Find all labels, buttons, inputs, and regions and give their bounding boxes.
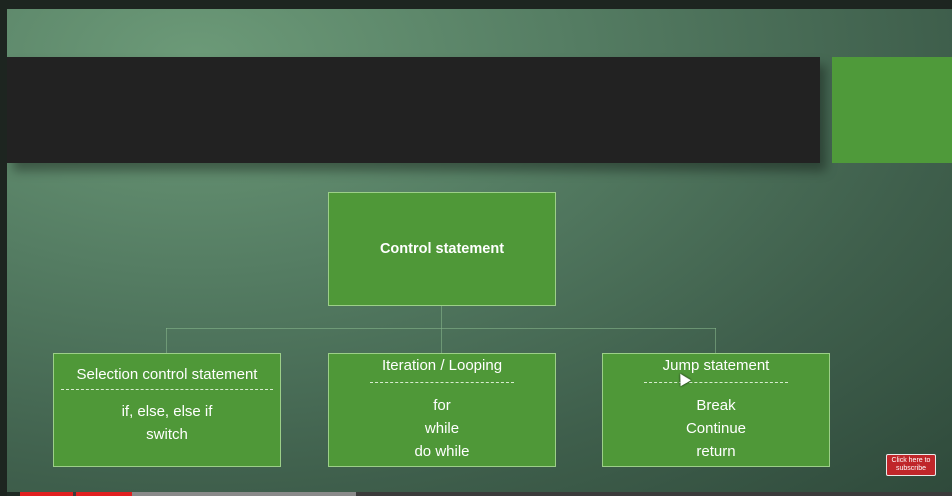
child-node-jump: Jump statement Break Continue return bbox=[602, 353, 830, 467]
progress-chapter-gap bbox=[73, 492, 76, 496]
connector-middle bbox=[441, 328, 442, 353]
progress-loaded bbox=[20, 492, 356, 496]
window-left-edge bbox=[0, 0, 7, 496]
dashed-divider bbox=[61, 389, 273, 390]
child-node-title: Iteration / Looping bbox=[381, 357, 503, 374]
child-node-item: while bbox=[424, 420, 460, 437]
slide-accent-block bbox=[832, 57, 952, 163]
child-node-item: if, else, else if bbox=[121, 403, 213, 420]
child-node-items: for while do while bbox=[329, 394, 555, 463]
child-node-item: Break bbox=[696, 397, 736, 414]
slide-title-bar bbox=[7, 57, 820, 163]
child-node-item: for bbox=[433, 397, 451, 414]
child-node-item: switch bbox=[146, 426, 188, 443]
child-node-item: do while bbox=[414, 443, 470, 460]
child-node-iteration: Iteration / Looping for while do while bbox=[328, 353, 556, 467]
child-node-item: Continue bbox=[685, 420, 747, 437]
connector-right bbox=[715, 328, 716, 353]
child-node-item: return bbox=[696, 443, 736, 460]
child-node-title: Selection control statement bbox=[76, 366, 258, 383]
video-progress-bar[interactable] bbox=[20, 492, 952, 496]
dashed-divider bbox=[644, 382, 788, 383]
connector-left bbox=[166, 328, 167, 353]
subscribe-line-2: subscribe bbox=[896, 465, 926, 472]
root-node: Control statement bbox=[328, 192, 556, 306]
root-node-label: Control statement bbox=[379, 241, 505, 257]
child-node-title: Jump statement bbox=[662, 357, 770, 374]
window-top-edge bbox=[0, 0, 952, 9]
dashed-divider bbox=[370, 382, 514, 383]
child-node-selection: Selection control statement if, else, el… bbox=[53, 353, 281, 467]
child-node-items: if, else, else if switch bbox=[54, 400, 280, 446]
subscribe-line-1: Click here to bbox=[891, 457, 931, 464]
child-node-items: Break Continue return bbox=[603, 394, 829, 463]
subscribe-button[interactable]: Click here to subscribe bbox=[886, 454, 936, 476]
connector-root bbox=[441, 306, 442, 328]
